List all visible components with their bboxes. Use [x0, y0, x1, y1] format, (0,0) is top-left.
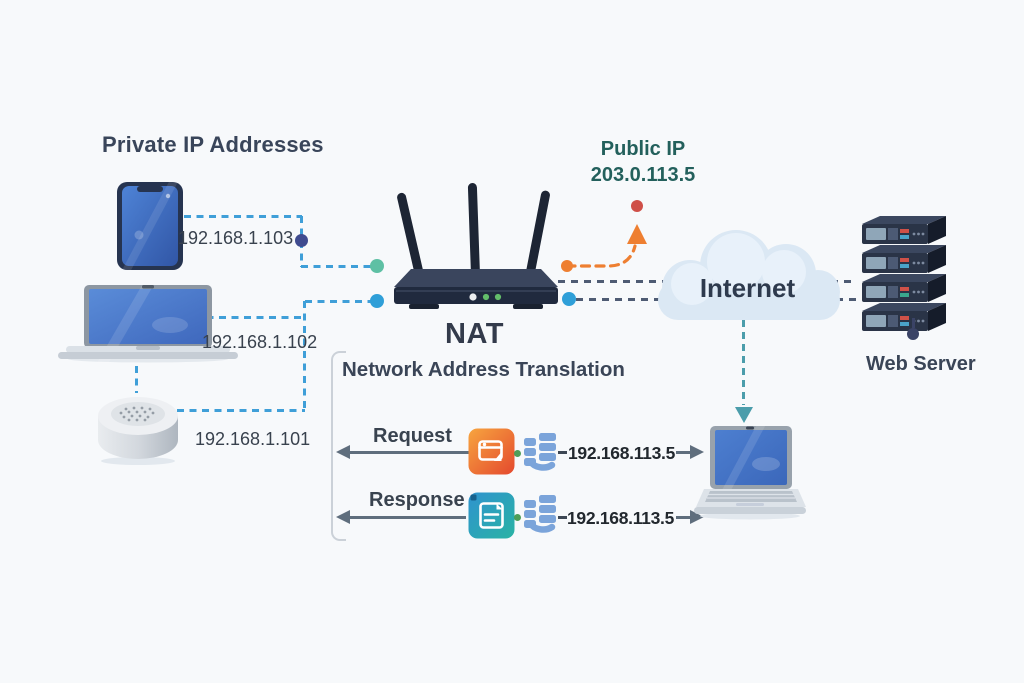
smart-speaker-icon [98, 397, 178, 465]
server-stem-line [912, 318, 915, 328]
web-server-label: Web Server [866, 353, 976, 375]
shared-connector-line [305, 300, 375, 303]
speaker-connector-line [177, 409, 305, 412]
cloud-client-line [742, 320, 745, 405]
laptop-speaker-line [135, 366, 138, 393]
router-icon [394, 183, 558, 309]
server-stack-icon [862, 216, 946, 331]
response-left-arrowhead-icon [336, 510, 350, 524]
blue-node-dot [370, 294, 384, 308]
response-translated-ip: 192.168.113.5 [567, 508, 675, 528]
smartphone-icon [117, 181, 183, 271]
connector-dash [558, 516, 567, 519]
phone-ip-label: 192.168.1.103 [178, 228, 294, 248]
public-ip-label: Public IP [600, 138, 686, 160]
green-node-dot [514, 514, 521, 521]
request-right-arrowhead-icon [690, 445, 704, 459]
green-node-dot [514, 450, 521, 457]
response-arrow-line [676, 516, 692, 519]
indigo-node-dot [295, 234, 308, 247]
connector-dash [558, 451, 567, 454]
nat-label: NAT [445, 318, 504, 350]
server-node-dot [907, 328, 919, 340]
request-left-arrowhead-icon [336, 445, 350, 459]
nat-section-bracket [331, 351, 346, 541]
down-arrowhead-icon [735, 407, 753, 423]
laptop-icon [58, 285, 238, 363]
public-ip-arrow [561, 200, 647, 272]
speaker-ip-label: 192.168.1.101 [195, 429, 311, 449]
laptop-connector-line [194, 316, 305, 319]
blue-node-dot [562, 292, 576, 306]
nat-table-icon [524, 433, 556, 471]
request-document-icon [468, 428, 515, 475]
request-translated-ip: 192.168.113.5 [568, 443, 676, 463]
request-arrow-line [349, 451, 470, 454]
response-document-icon [468, 492, 515, 539]
nat-description: Network Address Translation [342, 358, 625, 381]
teal-node-dot [370, 259, 384, 273]
request-label: Request [373, 425, 452, 447]
public-ip-text: Public IP 203.0.113.5 [563, 136, 723, 188]
response-arrow-line [349, 516, 466, 519]
request-arrow-line [676, 451, 692, 454]
phone-connector-line [301, 265, 375, 268]
nat-table-icon [524, 495, 556, 533]
internet-label: Internet [699, 273, 796, 303]
cloud-icon [658, 230, 840, 320]
private-ip-title: Private IP Addresses [102, 132, 324, 157]
client-laptop-icon [694, 426, 806, 520]
public-ip-value: 203.0.113.5 [590, 164, 696, 186]
response-label: Response [369, 489, 465, 511]
laptop-ip-label: 192.168.1.102 [202, 332, 318, 352]
shared-connector-line [303, 301, 306, 411]
phone-connector-line [184, 215, 302, 218]
